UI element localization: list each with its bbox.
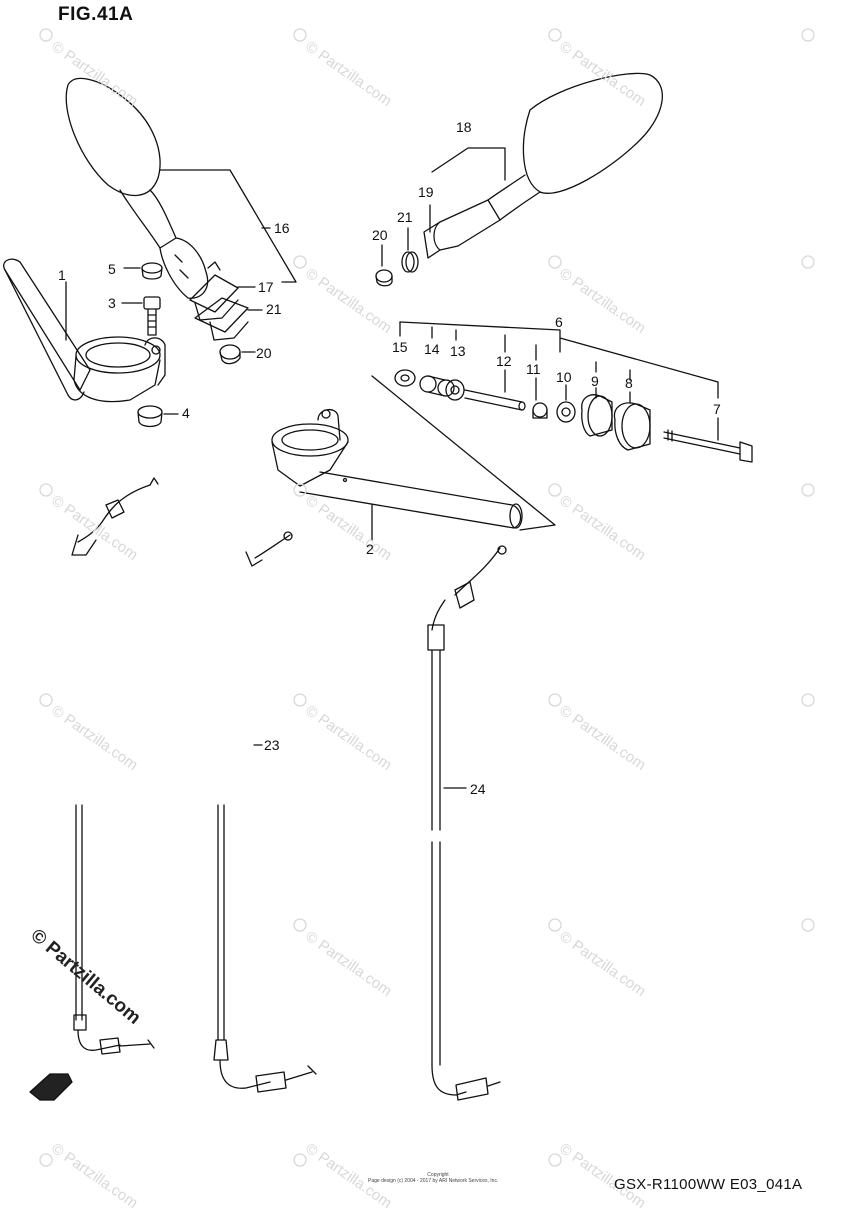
part-label-20-left: 20 (256, 345, 272, 361)
mirror-mount-17 (190, 262, 238, 320)
rubber-20-right (376, 270, 392, 286)
part-label-21-right: 21 (397, 209, 413, 225)
leader-18 (432, 148, 505, 180)
part-label-8: 8 (625, 375, 633, 391)
part-label-20-right: 20 (372, 227, 388, 243)
collar-14 (420, 376, 454, 396)
copyright-line-2: Page design (c) 2004 - 2017 by ARI Netwo… (368, 1178, 499, 1184)
weight-9 (582, 395, 612, 436)
washer-10 (557, 402, 575, 422)
part-label-17: 17 (258, 279, 274, 295)
part-label-14: 14 (424, 341, 440, 357)
spacer-15 (395, 370, 415, 386)
part-label-23: 23 (264, 737, 280, 753)
part-label-19: 19 (418, 184, 434, 200)
part-label-1: 1 (58, 267, 66, 283)
part-label-5: 5 (108, 261, 116, 277)
weight-8 (614, 403, 650, 450)
part-label-12: 12 (496, 353, 512, 369)
cap-5 (142, 263, 162, 279)
watermark-marks (40, 29, 814, 1166)
switch-wire-left (72, 478, 158, 555)
cable-24 (428, 546, 506, 1100)
cable-23-left (74, 805, 154, 1054)
part-label-2: 2 (366, 541, 374, 557)
washer-13 (446, 380, 464, 400)
part-label-7: 7 (713, 401, 721, 417)
leader-16 (160, 170, 296, 282)
nut-4 (138, 406, 162, 427)
model-code: GSX-R1100WW E03_041A (614, 1176, 803, 1193)
switch-wire-center (246, 532, 292, 566)
part-label-24: 24 (470, 781, 486, 797)
rubber-20-left (220, 345, 240, 364)
cable-23-right (214, 805, 316, 1092)
washer-21-right (402, 252, 418, 272)
part-label-4: 4 (182, 405, 190, 421)
direction-arrow-icon (30, 1074, 72, 1100)
part-label-9: 9 (591, 373, 599, 389)
part-label-3: 3 (108, 295, 116, 311)
bolt-7 (664, 430, 752, 462)
left-handlebar-1 (4, 259, 165, 401)
leader-6 (400, 322, 718, 398)
part-label-18: 18 (456, 119, 472, 135)
part-label-10: 10 (556, 369, 572, 385)
leader-group-ticks (432, 327, 630, 380)
nut-11 (533, 403, 547, 418)
part-label-21-left: 21 (266, 301, 282, 317)
bolt-3 (144, 297, 160, 335)
right-handlebar-2 (272, 376, 555, 530)
part-label-6: 6 (555, 314, 563, 330)
part-label-16: 16 (274, 220, 290, 236)
plate-21-left (195, 298, 248, 340)
right-mirror (424, 73, 662, 258)
figure-title: FIG.41A (58, 4, 134, 25)
copyright-notice: Copyright Page design (c) 2004 - 2017 by… (368, 1172, 508, 1184)
left-mirror (66, 78, 207, 298)
part-label-13: 13 (450, 343, 466, 359)
part-label-15: 15 (392, 339, 408, 355)
part-label-11: 11 (526, 361, 541, 377)
copyright-line-1: Copyright (427, 1172, 449, 1178)
rod-12 (465, 390, 525, 410)
